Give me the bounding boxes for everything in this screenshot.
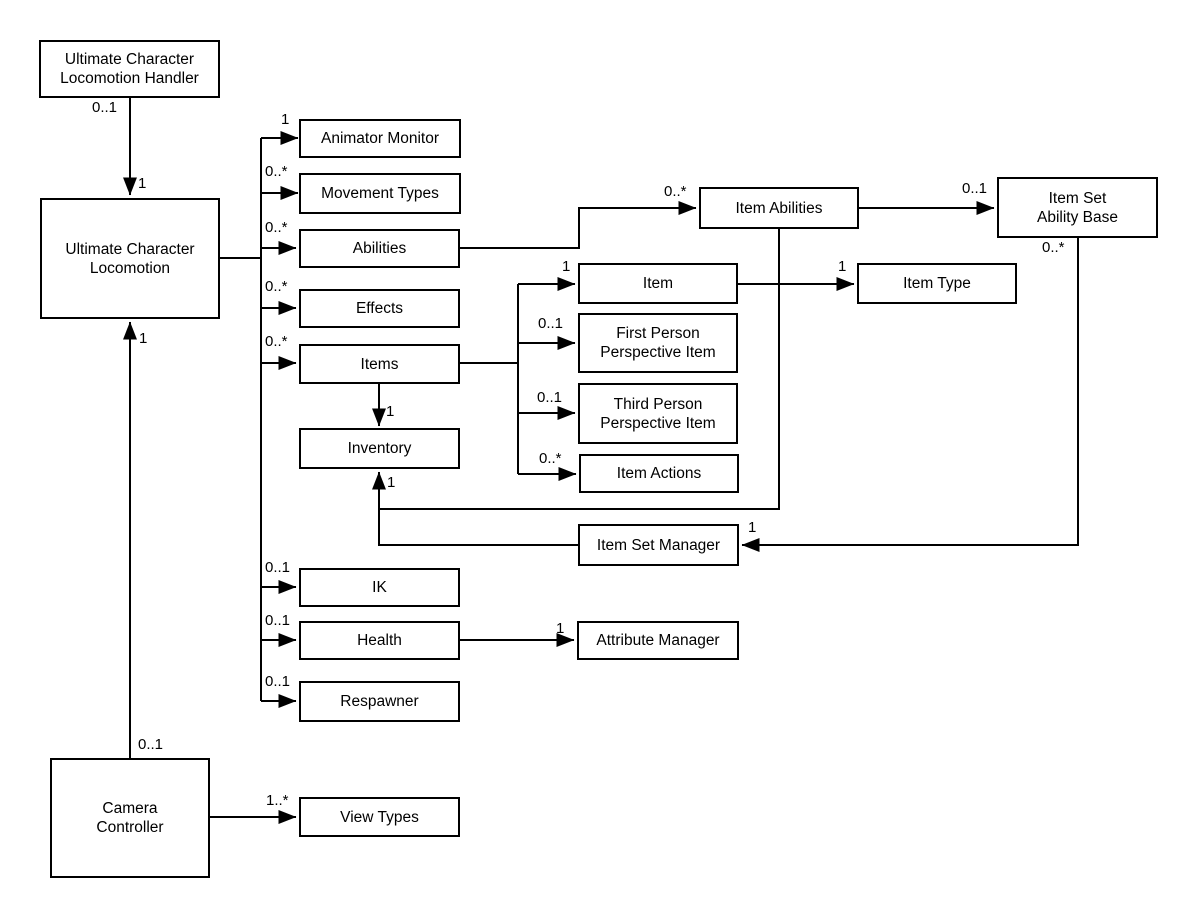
node-label: Item Set Manager bbox=[596, 536, 721, 554]
edge-item-set-manager-to-inventory bbox=[372, 471, 578, 546]
node-label: Effects bbox=[355, 300, 404, 317]
multiplicity-attribute-manager: 1 bbox=[556, 620, 565, 637]
edge-abilities-to-item-abilities bbox=[460, 201, 697, 249]
node-view-types: View Types bbox=[299, 797, 460, 837]
node-label: Health bbox=[357, 632, 402, 649]
node-label: Item Actions bbox=[616, 465, 702, 482]
node-animator-monitor: Animator Monitor bbox=[299, 119, 461, 158]
node-ik: IK bbox=[299, 568, 460, 607]
node-label: Camera Controller bbox=[96, 800, 164, 836]
edge-isab-to-item-set-manager bbox=[741, 238, 1079, 552]
multiplicity-third-person: 0..1 bbox=[537, 389, 563, 406]
node-third-person-perspective-item: Third Person Perspective Item bbox=[578, 383, 738, 444]
edge-item-abilities-to-inventory-line bbox=[379, 229, 780, 510]
multiplicity-camera-target: 1 bbox=[139, 330, 148, 347]
node-label: Ultimate Character Locomotion bbox=[65, 240, 195, 277]
node-first-person-perspective-item: First Person Perspective Item bbox=[578, 313, 738, 373]
multiplicity-handler-source: 0..1 bbox=[92, 99, 118, 116]
node-respawner: Respawner bbox=[299, 681, 460, 722]
multiplicity-item: 1 bbox=[562, 258, 571, 275]
node-label: Item bbox=[642, 275, 674, 292]
multiplicity-item-set-ability-base: 0..1 bbox=[962, 180, 988, 197]
node-item-set-manager: Item Set Manager bbox=[578, 524, 739, 566]
node-label: Items bbox=[360, 355, 399, 373]
node-effects: Effects bbox=[299, 289, 460, 328]
multiplicity-items-to-inventory: 1 bbox=[386, 403, 395, 420]
multiplicity-abilities: 0..* bbox=[265, 219, 288, 236]
node-abilities: Abilities bbox=[299, 229, 460, 268]
multiplicity-camera-source: 0..1 bbox=[138, 736, 164, 753]
node-label: First Person Perspective Item bbox=[600, 325, 716, 361]
multiplicity-isab-bottom: 0..* bbox=[1042, 239, 1065, 256]
multiplicity-inventory-incoming: 1 bbox=[387, 474, 396, 491]
multiplicity-health: 0..1 bbox=[265, 612, 291, 629]
node-item-set-ability-base: Item Set Ability Base bbox=[997, 177, 1158, 238]
multiplicity-movement-types: 0..* bbox=[265, 163, 288, 180]
node-label: Third Person Perspective Item bbox=[600, 395, 716, 432]
node-label: View Types bbox=[340, 808, 419, 826]
node-item-abilities: Item Abilities bbox=[699, 187, 859, 229]
node-item: Item bbox=[578, 263, 738, 304]
node-label: Respawner bbox=[340, 693, 419, 710]
node-label: Ultimate Character Locomotion Handler bbox=[60, 51, 199, 87]
node-label: Movement Types bbox=[321, 185, 439, 202]
multiplicity-items: 0..* bbox=[265, 333, 288, 350]
node-camera-controller: Camera Controller bbox=[50, 758, 210, 878]
node-movement-types: Movement Types bbox=[299, 173, 461, 214]
multiplicity-animator-monitor: 1 bbox=[281, 111, 290, 128]
node-attribute-manager: Attribute Manager bbox=[577, 621, 739, 660]
node-items: Items bbox=[299, 344, 460, 384]
multiplicity-item-set-manager: 1 bbox=[748, 519, 757, 536]
multiplicity-effects: 0..* bbox=[265, 278, 288, 295]
node-health: Health bbox=[299, 621, 460, 660]
node-label: Abilities bbox=[352, 240, 407, 257]
node-item-type: Item Type bbox=[857, 263, 1017, 304]
node-ultimate-character-locomotion: Ultimate Character Locomotion bbox=[40, 198, 220, 319]
node-label: Animator Monitor bbox=[320, 130, 439, 147]
multiplicity-handler-target: 1 bbox=[138, 175, 147, 192]
node-label: Item Set Ability Base bbox=[1037, 189, 1118, 226]
multiplicity-first-person: 0..1 bbox=[538, 315, 564, 332]
node-label: Inventory bbox=[347, 440, 412, 457]
node-label: Item Abilities bbox=[735, 199, 823, 217]
multiplicity-ik: 0..1 bbox=[265, 559, 291, 576]
multiplicity-item-actions: 0..* bbox=[539, 450, 562, 467]
node-label: Item Type bbox=[903, 275, 971, 292]
multiplicity-respawner: 0..1 bbox=[265, 673, 291, 690]
node-ultimate-character-locomotion-handler: Ultimate Character Locomotion Handler bbox=[39, 40, 220, 98]
multiplicity-item-abilities: 0..* bbox=[664, 183, 687, 200]
multiplicity-item-type: 1 bbox=[838, 258, 847, 275]
node-item-actions: Item Actions bbox=[579, 454, 739, 493]
node-label: Attribute Manager bbox=[596, 632, 720, 649]
multiplicity-view-types: 1..* bbox=[266, 792, 289, 809]
node-inventory: Inventory bbox=[299, 428, 460, 469]
node-label: IK bbox=[372, 579, 387, 596]
